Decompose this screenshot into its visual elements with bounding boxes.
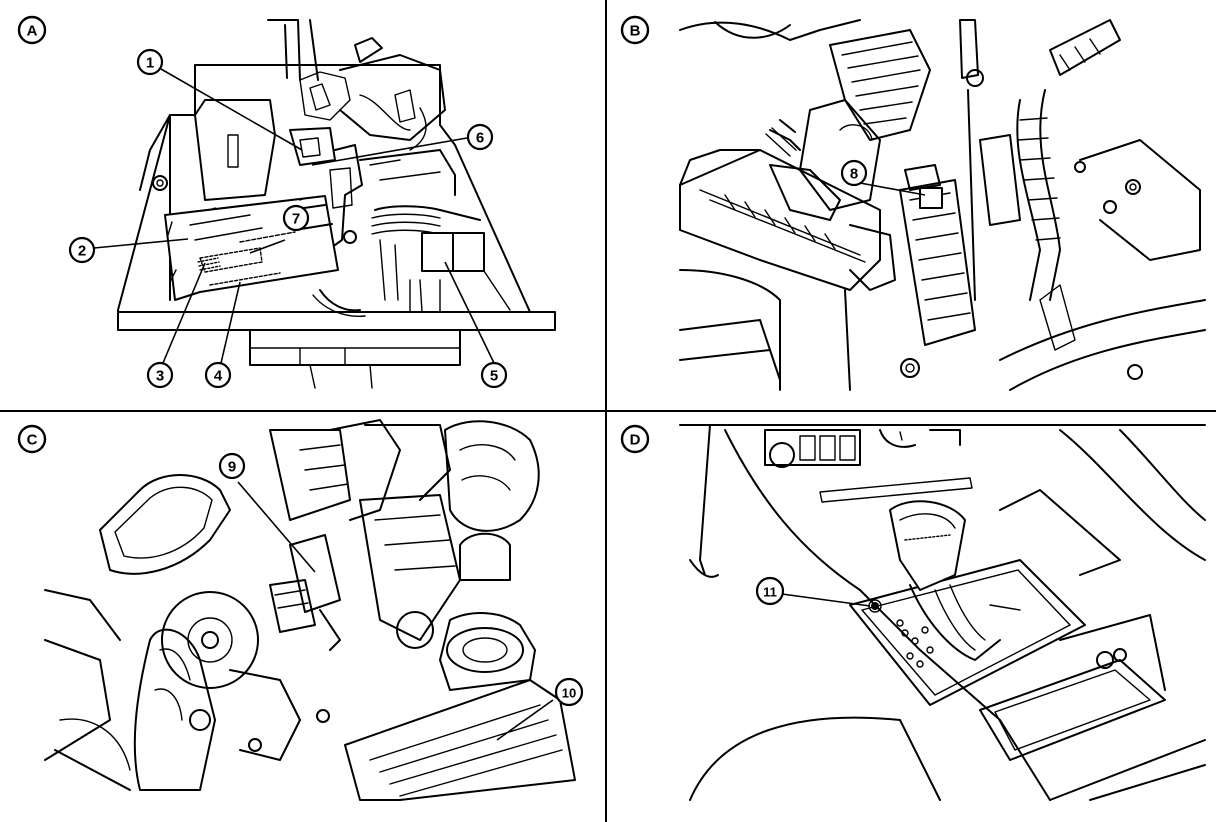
view-label-d-text: D — [630, 432, 641, 449]
callout-5: 5 — [480, 361, 508, 389]
callout-1-text: 1 — [146, 55, 154, 72]
view-label-c-text: C — [27, 432, 38, 449]
callout-7-text: 7 — [292, 211, 300, 228]
callout-11: 11 — [755, 576, 785, 606]
callout-1: 1 — [136, 48, 164, 76]
callout-11-text: 11 — [763, 585, 777, 600]
callout-3-text: 3 — [156, 368, 164, 385]
callout-5-text: 5 — [490, 368, 498, 385]
view-d-illustration — [679, 424, 1206, 801]
view-label-c: C — [17, 424, 47, 454]
view-label-d: D — [620, 424, 650, 454]
callout-4: 4 — [204, 361, 232, 389]
callout-2: 2 — [68, 236, 96, 264]
callout-6-text: 6 — [476, 130, 484, 147]
view-label-b-text: B — [630, 23, 641, 40]
leader-lines — [93, 68, 926, 741]
callout-8-text: 8 — [850, 166, 858, 183]
callout-3: 3 — [146, 361, 174, 389]
callout-7: 7 — [282, 204, 310, 232]
view-label-a-text: A — [27, 23, 38, 40]
callout-6: 6 — [466, 123, 494, 151]
view-label-b: B — [620, 15, 650, 45]
view-b-illustration — [679, 19, 1206, 391]
view-a-illustration — [117, 19, 556, 389]
view-label-a: A — [17, 15, 47, 45]
callout-9: 9 — [218, 452, 246, 480]
callout-10-text: 10 — [562, 686, 576, 701]
callout-9-text: 9 — [228, 459, 236, 476]
callout-8: 8 — [840, 159, 868, 187]
callout-2-text: 2 — [78, 243, 86, 260]
view-c-illustration — [44, 419, 576, 801]
callout-10: 10 — [554, 677, 584, 707]
callout-4-text: 4 — [214, 368, 223, 385]
